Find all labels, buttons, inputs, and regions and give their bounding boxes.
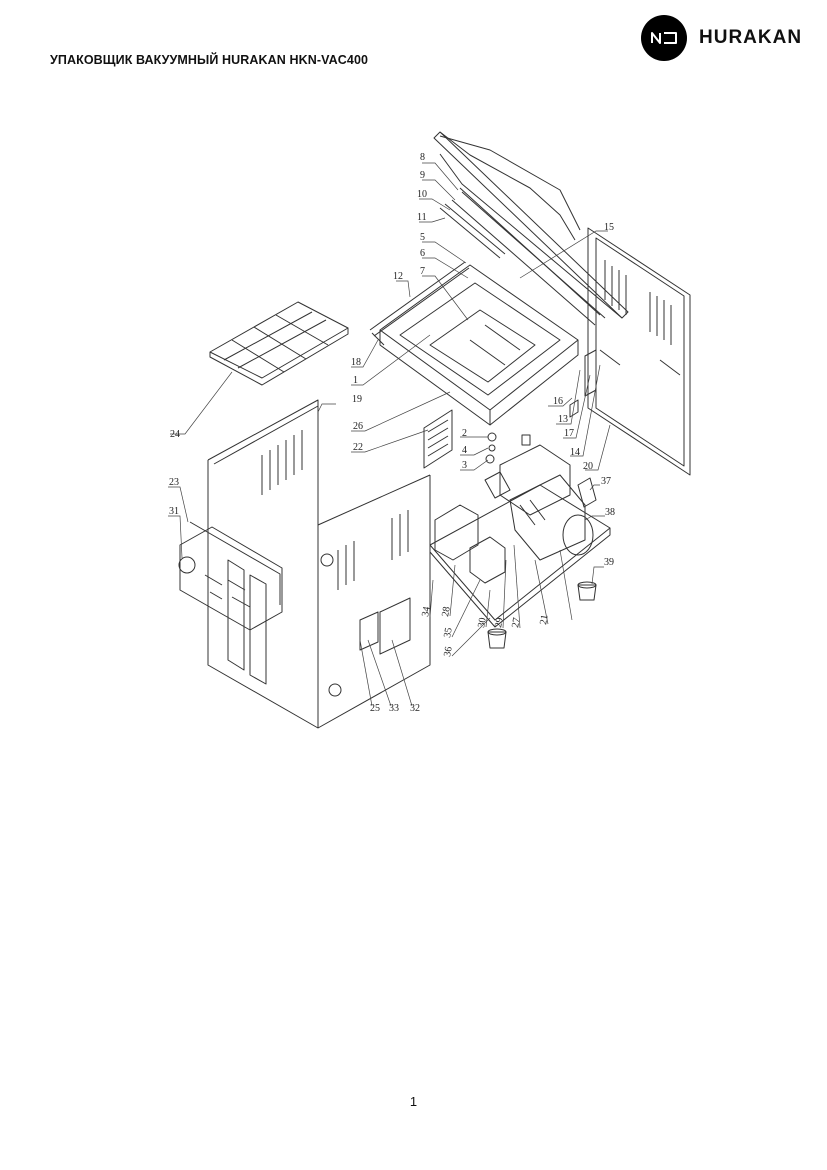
part-label-18: 18 [351,357,361,368]
rear-bar-part [369,261,470,346]
vacuum-chamber-part [379,264,579,426]
leader-lines [168,162,611,707]
part-label-26: 26 [353,421,363,432]
part-label-2: 2 [462,428,467,439]
part-label-35: 35 [442,627,455,639]
control-panel-part [178,521,283,631]
base-plate-part [429,484,611,628]
part-label-8: 8 [420,152,425,163]
right-side-panel-part [587,227,691,476]
part-label-14: 14 [570,447,580,458]
grid-tray-part [209,301,349,386]
part-labels: 8 9 10 11 5 6 7 12 15 18 1 16 13 17 14 2… [169,152,615,714]
part-label-28: 28 [440,606,453,618]
main-housing-part [207,399,431,729]
part-label-15: 15 [604,222,614,233]
part-label-17: 17 [564,428,574,439]
part-label-32: 32 [410,703,420,714]
part-label-39: 39 [604,557,614,568]
brand-name: HURAKAN [699,27,803,48]
part-label-20: 20 [583,461,593,472]
part-label-37: 37 [601,476,611,487]
part-label-12: 12 [393,271,403,282]
electrical-components-part [434,477,597,584]
part-label-9: 9 [420,170,425,181]
part-label-33: 33 [389,703,399,714]
part-label-23: 23 [169,477,179,488]
part-label-30: 30 [476,617,489,629]
part-label-10: 10 [417,189,427,200]
part-label-4: 4 [462,445,467,456]
part-label-11: 11 [417,212,427,223]
page-title: УПАКОВЩИК ВАКУУМНЫЙ HURAKAN HKN-VAC400 [50,53,369,67]
page-number: 1 [409,1094,418,1109]
sealing-bars-part [439,187,606,326]
part-label-13: 13 [558,414,568,425]
part-label-6: 6 [420,248,425,259]
part-label-21: 21 [538,614,551,626]
part-label-27: 27 [510,617,523,629]
part-label-24: 24 [170,429,180,440]
fittings-part [485,349,597,464]
part-label-3: 3 [462,460,467,471]
vacuum-pump-part [484,444,594,561]
part-label-36: 36 [442,646,455,658]
brand: HURAKAN [641,14,802,62]
part-label-16: 16 [553,396,563,407]
part-label-1: 1 [353,375,358,386]
part-label-22: 22 [353,442,363,453]
part-label-29: 29 [493,617,506,629]
feet-part [487,581,597,649]
part-label-31: 31 [169,506,179,517]
part-label-25: 25 [370,703,380,714]
part-label-7: 7 [420,266,425,277]
part-label-5: 5 [420,232,425,243]
part-label-38: 38 [605,507,615,518]
part-label-19: 19 [352,394,362,405]
filter-grill-part [423,409,453,469]
lid-part [433,131,629,319]
part-label-34: 34 [420,606,433,618]
hurakan-logo-icon [641,15,687,61]
